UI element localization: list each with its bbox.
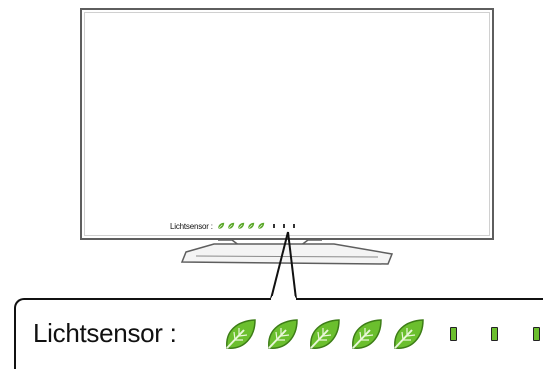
tv-screen: [84, 12, 490, 236]
level-segment-icon: [292, 224, 295, 228]
leaf-icon: [264, 317, 300, 353]
level-segment-icon: [491, 327, 498, 341]
level-segment-icon: [282, 224, 285, 228]
leaf-icon: [227, 222, 235, 230]
tv-light-sensor-indicator: Lichtsensor :: [170, 220, 295, 232]
leaf-icon: [390, 317, 426, 353]
leaf-icon: [306, 317, 342, 353]
tv-frame: [80, 8, 494, 240]
leaf-icon: [217, 222, 225, 230]
light-sensor-label: Lichtsensor :: [33, 318, 177, 348]
light-sensor-leaves: [222, 317, 426, 353]
leaf-icon: [222, 317, 258, 353]
leaf-icon: [247, 222, 255, 230]
leaf-icon: [348, 317, 384, 353]
tv-light-sensor-label: Lichtsensor :: [170, 221, 213, 231]
level-segment-icon: [272, 224, 275, 228]
leaf-icon: [237, 222, 245, 230]
leaf-icon: [257, 222, 265, 230]
level-segment-icon: [450, 327, 457, 341]
level-segment-icon: [533, 327, 540, 341]
